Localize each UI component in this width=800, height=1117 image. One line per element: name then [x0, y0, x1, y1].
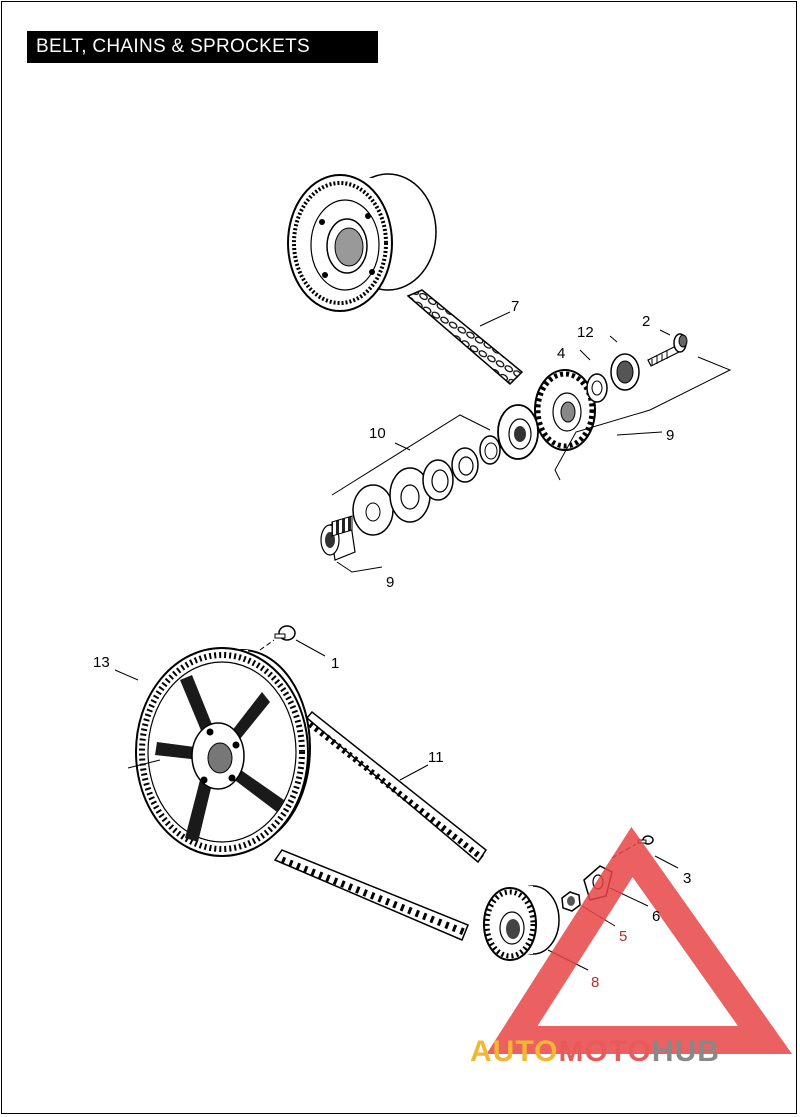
callout-5: 5	[619, 928, 627, 945]
callout-11: 11	[428, 749, 444, 766]
callout-numbers: 7 12 2 4 9 10 9 13 1 11 3 6 5 8	[93, 298, 691, 991]
clutch-sprocket-drum	[287, 173, 437, 312]
callout-7: 7	[511, 298, 519, 315]
callout-2: 2	[642, 313, 650, 330]
callout-8: 8	[591, 974, 599, 991]
watermark-text: AUTOMOTOHUB	[470, 1035, 720, 1069]
callout-4: 4	[557, 345, 565, 362]
callout-10: 10	[369, 425, 386, 442]
compensator-hub	[497, 404, 539, 460]
watermark-part-auto: AUTO	[470, 1035, 559, 1068]
watermark-part-hub: HUB	[651, 1035, 720, 1068]
spacer-rings	[352, 435, 501, 536]
sprocket-screw	[259, 625, 296, 651]
page-title: BELT, CHAINS & SPROCKETS	[27, 31, 378, 63]
transmission-sprocket	[483, 885, 560, 961]
drive-belt	[273, 710, 488, 941]
washer	[586, 373, 608, 403]
callout-9: 9	[386, 574, 394, 591]
watermark-logo-mark	[486, 826, 793, 1054]
callout-1: 1	[331, 655, 339, 672]
callout-3: 3	[683, 870, 691, 887]
engine-sprocket	[534, 369, 596, 451]
callout-leaders-upper	[331, 311, 732, 573]
callout-6: 6	[652, 908, 660, 925]
callout-13: 13	[93, 654, 110, 671]
callout-12: 12	[577, 324, 594, 341]
shaft-extension	[320, 515, 356, 561]
sprocket-bolt	[647, 333, 688, 367]
callout-9: 9	[666, 427, 674, 444]
sprocket-bearing	[610, 353, 640, 391]
primary-chain	[406, 289, 524, 386]
rear-belt-sprocket	[135, 647, 311, 857]
sprocket-nut	[561, 891, 581, 912]
watermark-part-moto: MOTO	[558, 1035, 652, 1068]
